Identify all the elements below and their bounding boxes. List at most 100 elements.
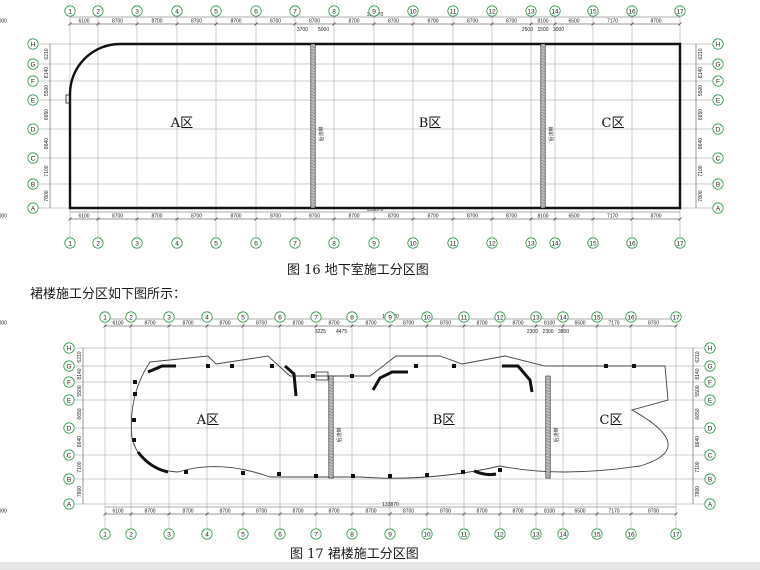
side-dimension: 5500: [44, 85, 50, 96]
strip-hatch: [328, 392, 334, 396]
strip-hatch: [310, 108, 316, 112]
axis-letter: A: [708, 501, 713, 508]
strip-hatch: [545, 452, 551, 456]
dimension-tick: [314, 512, 318, 516]
strip-hatch: [328, 461, 334, 465]
dimension-tick: [241, 324, 245, 328]
strip-hatch: [328, 416, 334, 420]
podium-outline: [130, 355, 669, 479]
strip-hatch: [540, 72, 546, 76]
axis-number: 6: [278, 314, 282, 321]
strip-hatch: [328, 476, 334, 480]
strip-hatch: [310, 123, 316, 127]
axis-bubble: [328, 237, 340, 249]
strip-hatch: [328, 398, 334, 402]
side-dimension: 7800: [698, 190, 704, 201]
axis-letter: G: [30, 61, 35, 68]
dimension-tick: [462, 324, 466, 328]
axis-bubble: [99, 528, 111, 540]
axis-bubble: [486, 237, 498, 249]
side-dimension: 7100: [44, 165, 50, 176]
bay-dimension: 8700: [191, 214, 202, 220]
axis-bubble: [674, 237, 686, 249]
axis-bubble: [421, 528, 433, 540]
column-12: [604, 364, 608, 368]
axis-bubble: [525, 237, 537, 249]
axis-letter: E: [67, 397, 72, 404]
axis-letter: A: [67, 501, 72, 508]
strip-hatch: [545, 470, 551, 474]
strip-hatch: [310, 177, 316, 181]
axis-bubble: [250, 5, 262, 17]
strip-hatch: [540, 51, 546, 55]
strip-hatch: [310, 198, 316, 202]
strip-hatch: [540, 60, 546, 64]
dimension-tick: [129, 324, 133, 328]
axis-letter: F: [716, 78, 720, 85]
dimension-tick: [135, 217, 139, 221]
strip-hatch: [540, 165, 546, 169]
axis-bubble: [486, 5, 498, 17]
post-pour-strips: 后浇带后浇带: [328, 375, 560, 480]
dimension-tick: [529, 22, 533, 26]
strip-hatch: [545, 413, 551, 417]
strip-hatch: [540, 99, 546, 103]
strip-hatch: [310, 75, 316, 79]
bay-dimension: 8700: [440, 509, 451, 515]
strip-hatch: [310, 114, 316, 118]
column-15: [241, 471, 245, 475]
strip-hatch: [545, 377, 551, 381]
dimension-tick: [498, 324, 502, 328]
post-pour-strip-label: 后浇带: [318, 126, 325, 141]
axis-bubble: [447, 5, 459, 17]
axis-number: 4: [175, 8, 179, 15]
column-21: [461, 470, 465, 474]
strip-hatch: [545, 389, 551, 393]
axis-bubble: [171, 237, 183, 249]
axis-number: 11: [461, 314, 468, 321]
strip-hatch: [328, 404, 334, 408]
core-wall-6: [473, 469, 497, 477]
axis-bubble: [421, 311, 433, 323]
axis-bubble: [131, 5, 143, 17]
axis-number: 2: [96, 8, 100, 15]
dimension-tick: [591, 217, 595, 221]
bay-dimension: 8700: [151, 19, 162, 25]
side-dimension: 8140: [695, 368, 701, 379]
bay-dimension: 8700: [467, 214, 478, 220]
axis-number: 11: [450, 8, 457, 15]
axis-bubble: [27, 123, 39, 135]
bay-dimension: 7170: [608, 321, 619, 327]
strip-hatch: [545, 461, 551, 465]
column-10: [414, 364, 418, 368]
axis-bubble: [674, 5, 686, 17]
strip-hatch: [540, 204, 546, 208]
axis-bubble: [712, 75, 724, 87]
bay-dimension: 10000: [0, 19, 7, 25]
dimension-tick: [103, 512, 107, 516]
strip-hatch: [310, 117, 316, 121]
strip-hatch: [540, 78, 546, 82]
strip-hatch: [328, 452, 334, 456]
axis-bubble: [704, 394, 716, 406]
side-dimension: 7100: [698, 165, 704, 176]
inner-dimension: 5000: [318, 27, 329, 33]
axis-bubble: [704, 449, 716, 461]
strip-hatch: [310, 147, 316, 151]
bay-dimension: 8700: [506, 19, 517, 25]
dimension-tick: [674, 512, 678, 516]
zone-label-3: C区: [600, 413, 623, 428]
dimension-tick: [175, 217, 179, 221]
strip-hatch: [545, 455, 551, 459]
axis-bubble: [712, 178, 724, 190]
bay-dimension: 8700: [650, 19, 661, 25]
bay-dimension: 8700: [365, 509, 376, 515]
strip-hatch: [328, 449, 334, 453]
post-pour-strip-label: 后浇带: [553, 427, 560, 442]
side-dimension: 8640: [44, 138, 50, 149]
strip-hatch: [310, 192, 316, 196]
axis-bubble: [289, 5, 301, 17]
strip-hatch: [540, 123, 546, 127]
strip-hatch: [310, 186, 316, 190]
axis-bubble: [626, 237, 638, 249]
